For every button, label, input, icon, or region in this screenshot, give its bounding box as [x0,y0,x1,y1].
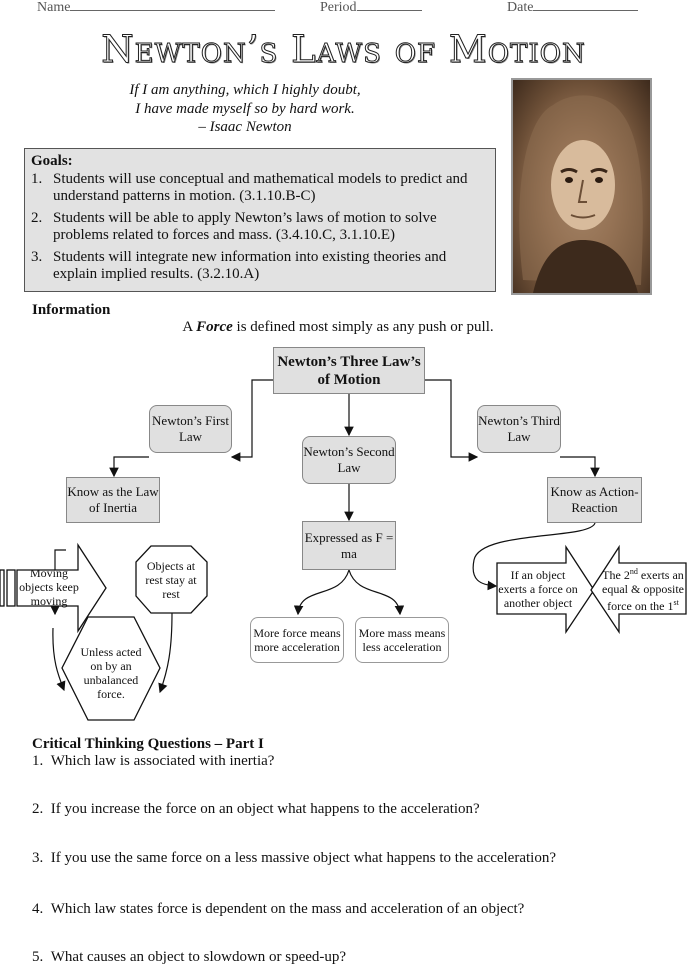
definition-term: Force [196,319,233,335]
arrow-tail-bar [0,569,5,607]
goal-item: 1. Students will use conceptual and mathe… [31,171,489,206]
moving-arrow-shape [16,542,107,634]
definition-text: is defined most simply as any push or pu… [232,319,494,335]
force-definition: A Force is defined most simply as any pu… [0,319,676,336]
equal-opposite-text: The 2nd exerts an equal & opposite force… [600,565,686,613]
quote: If I am anything, which I highly doubt, … [100,81,390,137]
question-text: Which law is associated with inertia? [50,753,275,769]
quote-line: I have made myself so by hard work. [135,100,355,117]
goal-item: 2. Students will be able to apply Newton’… [31,210,489,245]
quote-attribution: – Isaac Newton [198,119,292,135]
question-number: 4. [32,901,44,917]
question-text: If you use the same force on a less mass… [50,850,556,866]
goal-number: 3. [31,248,43,265]
second-law-node: Newton’s Second Law [302,436,396,484]
hexagon-shape [61,616,161,721]
left-arrow-shape [590,544,687,635]
question-item: 1. Which law is associated with inertia? [32,753,274,770]
right-arrow-shape [496,544,595,635]
name-field[interactable]: Name [37,0,276,16]
root-node: Newton’s Three Law’s of Motion [273,347,425,394]
questions-heading: Critical Thinking Questions – Part I [32,736,264,752]
goal-text: Students will be able to apply Newton’s … [53,209,437,244]
objects-at-rest-node: Objects at rest stay at rest [145,559,197,601]
date-field[interactable]: Date [507,0,639,16]
question-item: 3. If you use the same force on a less m… [32,850,556,867]
question-text: What causes an object to slowdown or spe… [50,949,347,965]
quote-line: If I am anything, which I highly doubt, [129,82,361,98]
goal-number: 1. [31,170,43,187]
period-field[interactable]: Period [320,0,422,16]
period-line[interactable] [356,0,422,11]
question-text: Which law states force is dependent on t… [50,901,525,917]
exerts-force-node: If an object exerts a force on another o… [498,568,578,610]
more-force-node: More force means more acceleration [250,617,344,663]
goal-number: 2. [31,209,43,226]
definition-text: A [182,319,197,335]
page-title: Newton’s Laws of Motion [101,28,586,72]
name-line[interactable] [70,0,276,11]
equal-opposite-node: The 2nd exerts an equal & opposite force… [600,565,686,613]
action-reaction-node: Know as Action-Reaction [547,477,642,523]
third-law-node: Newton’s Third Law [477,405,561,453]
goal-item: 3. Students will integrate new informatio… [31,249,489,284]
octagon-shape [135,545,208,614]
date-line[interactable] [533,0,639,11]
question-number: 5. [32,949,44,965]
information-heading: Information [32,302,111,318]
moving-objects-node: Moving objects keep moving [19,566,79,608]
expressed-node: Expressed as F = ma [302,521,396,570]
question-number: 2. [32,801,44,817]
newton-portrait [511,78,652,295]
text-part: The 2 [602,568,630,582]
superscript: nd [629,567,638,576]
question-item: 4. Which law states force is dependent o… [32,901,524,918]
first-law-node: Newton’s First Law [149,405,232,453]
date-label: Date [507,0,534,15]
goals-heading: Goals: [31,153,73,169]
goal-text: Students will use conceptual and mathema… [53,170,468,205]
inertia-node: Know as the Law of Inertia [66,477,160,523]
name-label: Name [37,0,71,15]
question-number: 3. [32,850,44,866]
unbalanced-force-node: Unless acted on by an unbalanced force. [80,645,142,701]
question-number: 1. [32,753,44,769]
more-mass-node: More mass means less acceleration [355,617,449,663]
question-text: If you increase the force on an object w… [50,801,480,817]
text-part: exerts an equal & opposite force on the … [602,568,684,613]
goals-box: Goals: 1. Students will use conceptual an… [24,148,496,292]
period-label: Period [320,0,357,15]
arrow-tail-bar [6,569,16,607]
superscript: st [673,598,679,607]
question-item: 5. What causes an object to slowdown or … [32,949,346,966]
goal-text: Students will integrate new information … [53,248,447,283]
question-item: 2. If you increase the force on an objec… [32,801,480,818]
